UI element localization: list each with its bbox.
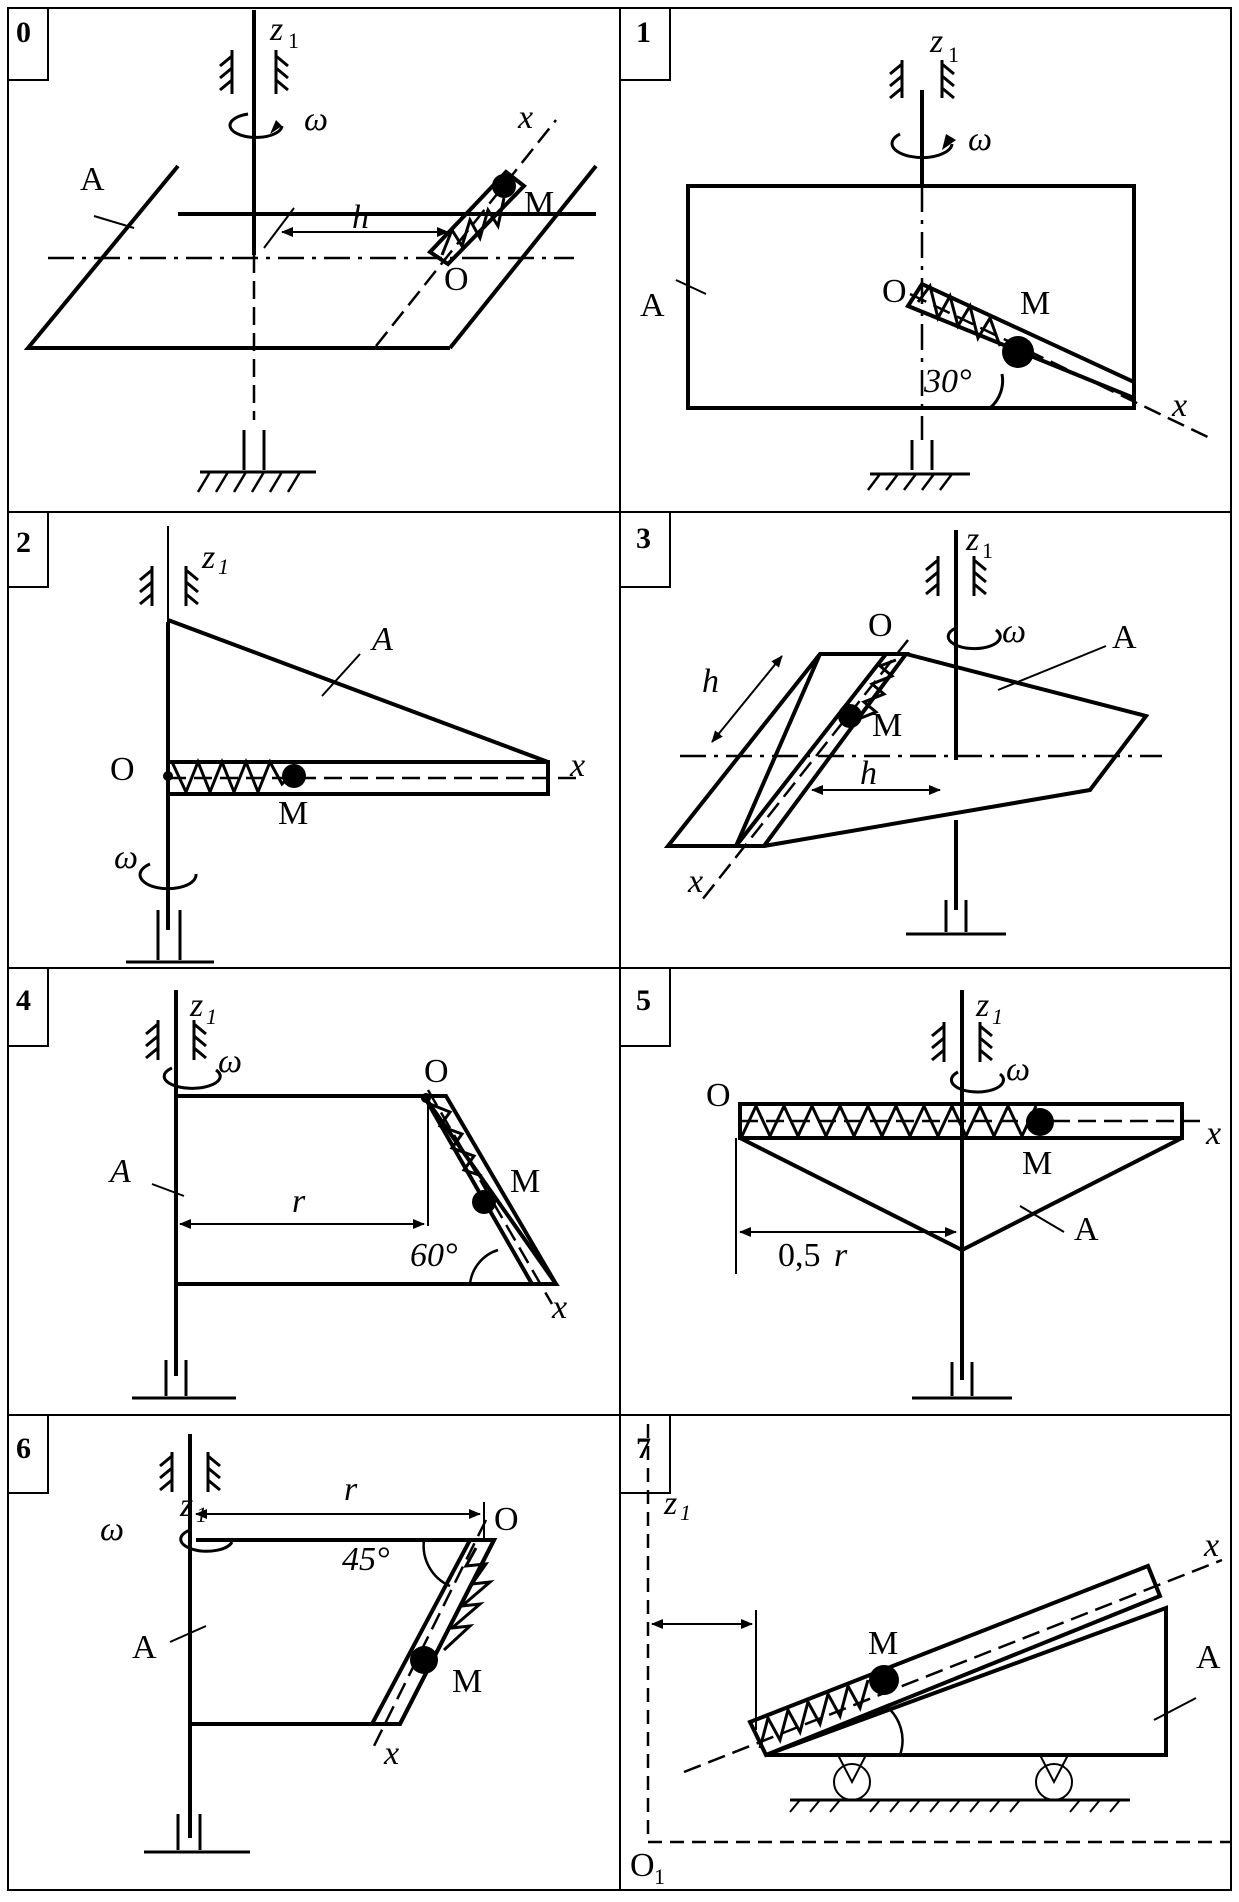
cell-1-drawing [675,60,1215,491]
c2-z-sub: 1 [218,554,229,579]
c4-z-sub: 1 [206,1004,217,1029]
c4-z-label: z [189,987,203,1024]
c2-A: A [370,621,393,658]
c3-h2: h [860,755,877,792]
c2-z-label: z [201,539,215,576]
c7-A: A [1196,1639,1221,1676]
c5-z-sub: 1 [992,1004,1003,1029]
cell-number-4: 4 [16,984,31,1017]
c3-A: A [1112,619,1137,656]
c5-A: A [1074,1211,1099,1248]
c1-z-sub: 1 [948,42,959,67]
cell-number-boxes [7,7,671,1494]
c0-h: h [352,199,369,236]
c3-z-sub: 1 [982,538,993,563]
cell-number-2: 2 [16,526,31,559]
c3-M: M [872,707,902,744]
c6-z-sub: 1 [196,1502,207,1527]
c4-M: M [510,1163,540,1200]
c0-z-label: z [269,11,283,48]
c4-angle: 60° [410,1237,458,1274]
cell-4-drawing [132,990,560,1400]
c6-x: x [383,1735,399,1772]
c6-omega: ω [100,1511,124,1548]
c6-O: O [494,1501,519,1538]
c1-angle: 30° [923,363,972,400]
c1-x: x [1171,387,1187,424]
c5-r-coef: 0,5 [778,1237,821,1274]
cell-5-drawing [735,990,1200,1400]
c7-x: x [1203,1527,1219,1564]
c5-x: x [1205,1115,1221,1152]
c5-z-label: z [975,987,989,1024]
c7-O-sub: 1 [654,1864,665,1889]
c6-z-label: z [179,1487,193,1524]
cell-number-1: 1 [636,16,651,49]
c6-M: M [452,1663,482,1700]
cell-number-6: 6 [16,1432,31,1465]
c7-z-label: z [663,1485,677,1522]
c3-h1: h [702,663,719,700]
c5-omega: ω [1006,1051,1030,1088]
cell-6-drawing [144,1434,498,1854]
c6-r: r [344,1471,358,1508]
cell-7-drawing [646,1424,1230,1844]
c0-A: A [80,161,105,198]
c4-x: x [551,1289,567,1326]
c6-A: A [132,1629,157,1666]
cell-number-0: 0 [16,16,31,49]
c1-O: O [882,273,907,310]
c2-omega: ω [114,839,138,876]
c2-O: O [110,751,135,788]
c4-r: r [292,1183,306,1220]
c4-A: A [108,1153,131,1190]
c7-O: O [630,1847,655,1884]
c2-M: M [278,795,308,832]
c3-O: O [868,607,893,644]
c0-O: O [444,261,469,298]
c5-M: M [1022,1145,1052,1182]
c3-x: x [687,863,703,900]
c7-z-sub: 1 [680,1500,691,1525]
c1-M: M [1020,285,1050,322]
cell-number-5: 5 [636,984,651,1017]
c5-r: r [834,1237,848,1274]
c2-x: x [569,747,585,784]
cell-2-drawing [126,526,580,964]
cell-3-drawing [663,530,1162,936]
c4-omega: ω [218,1043,242,1080]
c4-O: O [424,1053,449,1090]
cell-number-3: 3 [636,522,651,555]
c7-M: M [868,1625,898,1662]
cell-0-drawing [23,10,598,493]
c5-O: O [706,1077,731,1114]
c0-z-sub: 1 [288,28,299,53]
c0-omega: ω [304,101,328,138]
c0-x: x [517,99,533,136]
c1-omega: ω [968,121,992,158]
c1-A: A [640,287,665,324]
c0-M: M [524,185,554,222]
c6-angle: 45° [342,1541,390,1578]
c3-z-label: z [965,521,979,558]
c3-omega: ω [1002,613,1026,650]
c1-z-label: z [929,23,943,60]
